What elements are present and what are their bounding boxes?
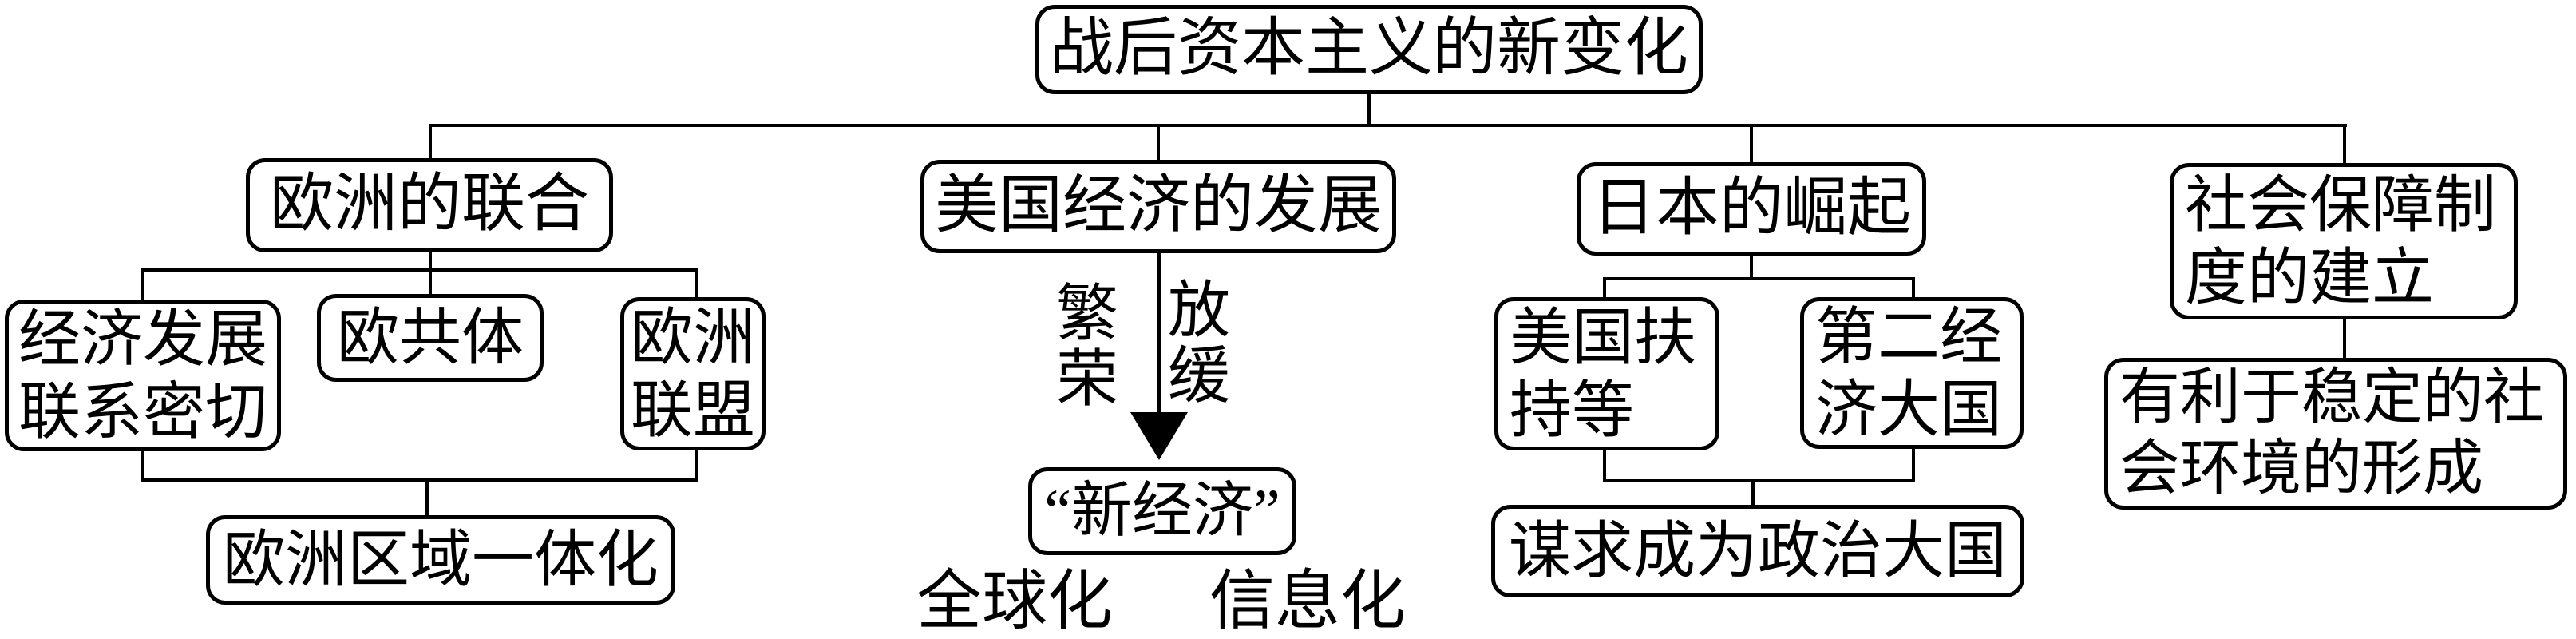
label-informatization: 信息化: [1209, 565, 1407, 637]
connector-europe-stub: [429, 124, 432, 158]
label-slowdown: 放 缓: [1167, 276, 1230, 411]
node-new-economy: “新经济”: [1028, 467, 1296, 555]
node-japan-second-economy: 第二经 济大国: [1800, 297, 2024, 449]
label-globalization: 全球化: [916, 565, 1114, 637]
connector-econ-ties-stub: [141, 268, 144, 300]
down-arrow-icon: [1130, 412, 1188, 460]
connector-usa-stub: [1157, 124, 1160, 160]
node-root: 战后资本主义的新变化: [1035, 5, 1703, 94]
connector-social-stub: [2343, 124, 2346, 163]
connector-europe-down: [429, 252, 432, 296]
node-usa: 美国经济的发展: [920, 160, 1396, 253]
connector-econ-ties-down: [141, 451, 144, 480]
connector-us-support-stub: [1603, 277, 1606, 298]
connector-social-down: [2343, 320, 2346, 359]
connector-second-economy-stub: [1912, 277, 1915, 298]
connector-eu-stub: [695, 268, 698, 298]
node-japan-political-power: 谋求成为政治大国: [1491, 505, 2024, 597]
connector-root-down: [1367, 94, 1371, 125]
node-europe-integration: 欧洲区域一体化: [206, 515, 675, 605]
node-european-community: 欧共体: [317, 294, 544, 382]
node-japan: 日本的崛起: [1577, 162, 1926, 256]
connector-us-support-down: [1603, 450, 1606, 480]
connector-eu-down: [695, 450, 698, 480]
node-social-security: 社会保障制 度的建立: [2170, 163, 2518, 320]
node-european-union: 欧洲 联盟: [620, 297, 766, 450]
label-prosperity: 繁 荣: [1055, 279, 1118, 414]
connector-japan-bottom-bus: [1603, 479, 1915, 482]
node-europe-econ-ties: 经济发展 联系密切: [5, 300, 281, 451]
connector-main-bus: [429, 124, 2347, 127]
connector-japan-top-bus: [1603, 277, 1915, 280]
connector-japan-summary-stub: [1751, 479, 1755, 506]
node-social-stability: 有利于稳定的社 会环境的形成: [2104, 358, 2567, 510]
node-europe: 欧洲的联合: [246, 158, 613, 252]
connector-europe-top-bus: [141, 268, 698, 272]
connector-japan-stub: [1750, 124, 1753, 162]
node-japan-us-support: 美国扶 持等: [1494, 297, 1719, 450]
connector-europe-summary-stub: [425, 478, 429, 517]
connector-europe-bottom-bus: [141, 478, 698, 482]
connector-second-economy-down: [1912, 449, 1915, 480]
connector-japan-down: [1750, 256, 1753, 279]
connector-usa-arrow-shaft: [1157, 253, 1161, 415]
